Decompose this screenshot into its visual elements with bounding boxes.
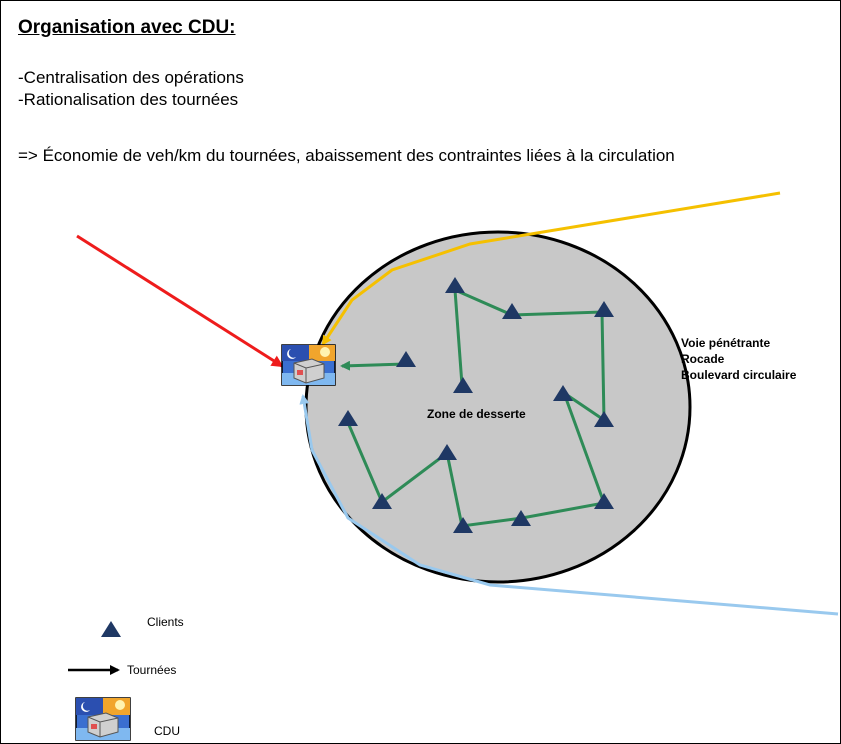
legend-client-icon [101, 621, 121, 637]
client-icon [594, 301, 614, 317]
legend-cdu-label: CDU [154, 724, 180, 738]
client-icon [396, 351, 416, 367]
road-label-boulevard: Boulevard circulaire [681, 368, 797, 382]
client-icon [445, 277, 465, 293]
legend-clients-label: Clients [147, 615, 184, 629]
cdu-icon [281, 344, 336, 386]
client-icon [511, 510, 531, 526]
client-icon [338, 410, 358, 426]
route-north [344, 287, 607, 528]
legend-cdu-icon [75, 697, 131, 741]
client-icon [594, 411, 614, 427]
slide-title: Organisation avec CDU: [18, 17, 236, 38]
blue-road [299, 394, 839, 616]
client-icon [502, 303, 522, 319]
route-to-cdu [340, 360, 407, 371]
client-icon [437, 444, 457, 460]
client-markers [338, 277, 614, 533]
client-icon [594, 493, 614, 509]
zone-label: Zone de desserte [427, 407, 526, 421]
bullet-centralisation: -Centralisation des opérations [18, 68, 244, 87]
conclusion-text: => Économie de veh/km du tournées, abais… [18, 146, 675, 165]
road-label-rocade: Rocade [681, 352, 725, 366]
bullet-rationalisation: -Rationalisation des tournées [18, 90, 239, 109]
road-label-penetrante: Voie pénétrante [681, 336, 770, 350]
yellow-road [321, 191, 781, 346]
legend: Clients Tournées CDU [68, 615, 184, 741]
client-icon [372, 493, 392, 509]
incoming-arrow [76, 234, 284, 368]
legend-tournees-label: Tournées [127, 663, 176, 677]
client-icon [453, 517, 473, 533]
client-icon [553, 385, 573, 401]
client-icon [453, 377, 473, 393]
